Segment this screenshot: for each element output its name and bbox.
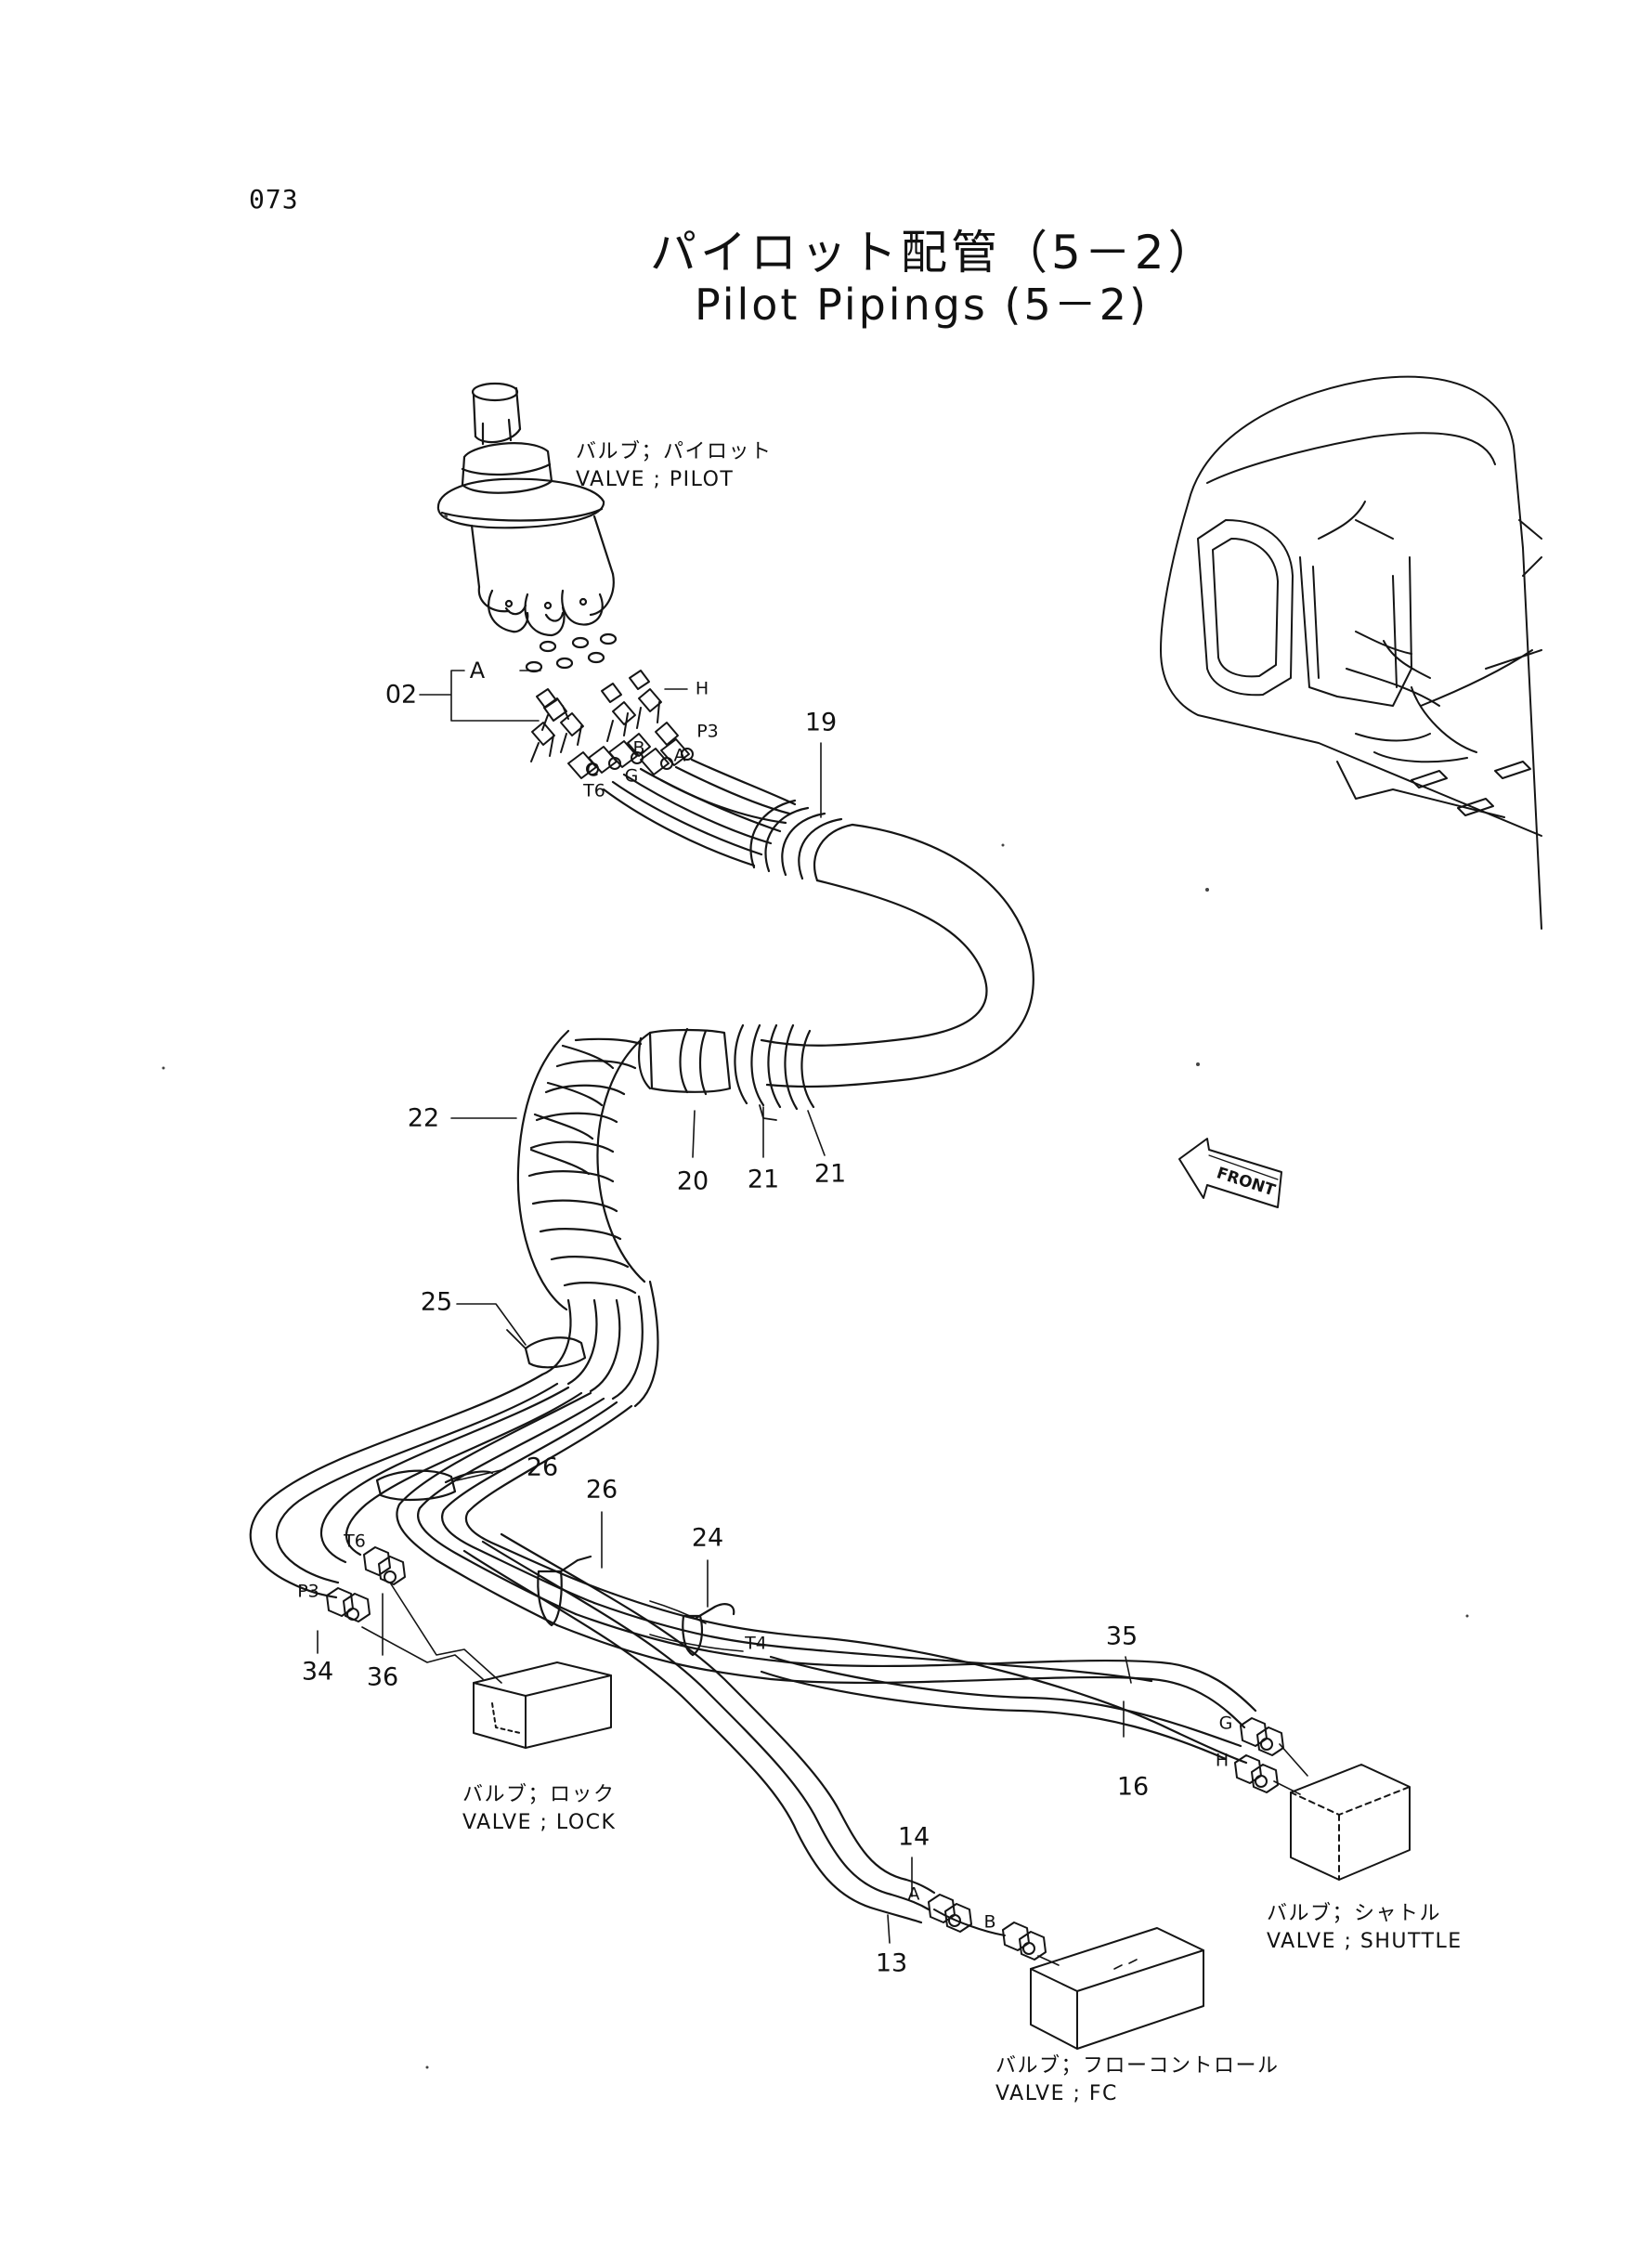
callout-14: 14 [897, 1822, 930, 1852]
callout-26-right: 26 [585, 1475, 618, 1505]
callout-24: 24 [691, 1523, 724, 1553]
hose-bundle-upper-drawing [516, 758, 1034, 1311]
callout-13: 13 [875, 1948, 908, 1978]
shuttle-valve-note-ja: バルブ；シャトル [1267, 1902, 1442, 1925]
port-t6-lock: T6 [344, 1531, 366, 1552]
fc-valve-note: バルブ；フローコントロール VALVE ; FC [995, 2052, 1280, 2107]
callout-02: 02 [384, 680, 418, 710]
pilot-valve-note-en: VALVE ; PILOT [576, 467, 735, 491]
callout-21-left: 21 [747, 1165, 780, 1194]
callout-21-right: 21 [813, 1159, 847, 1189]
port-b-top: B [632, 737, 645, 759]
callout-34: 34 [301, 1657, 334, 1687]
port-t4: T4 [745, 1633, 767, 1654]
port-h-shuttle: H [1215, 1750, 1229, 1771]
port-p3-top: P3 [696, 721, 719, 742]
page-title-en: Pilot Pipings (5－2) [695, 280, 1149, 330]
lock-valve-drawing [361, 1582, 612, 1749]
port-t6-top: T6 [583, 780, 605, 801]
shuttle-valve-drawing [1273, 1743, 1411, 1881]
pilot-valve-drawing [436, 382, 618, 673]
callout-36: 36 [366, 1662, 399, 1692]
fc-valve-note-ja: バルブ；フローコントロール [995, 2054, 1280, 2078]
scan-dots [162, 515, 1469, 2069]
end-fittings-drawing [326, 1546, 1284, 1961]
fc-valve-note-en: VALVE ; FC [995, 2081, 1118, 2105]
page-number: 073 [249, 184, 299, 215]
callout-25: 25 [420, 1287, 453, 1317]
page-title-ja: パイロット配管（5－2） [650, 226, 1218, 280]
front-arrow-drawing [1178, 1138, 1282, 1208]
callout-26-left: 26 [526, 1453, 559, 1482]
port-a-fc: A [907, 1883, 920, 1905]
cab-sketch-drawing [1160, 375, 1542, 930]
port-a-top: A [469, 658, 486, 684]
lock-valve-note: バルブ；ロック VALVE ; LOCK [462, 1781, 616, 1836]
fc-valve-drawing [1030, 1927, 1204, 2050]
hose-routing-drawing [249, 1280, 1257, 1924]
port-g-top: G [624, 765, 639, 787]
callout-20: 20 [676, 1166, 709, 1196]
front-arrow-label: FRONT [1215, 1164, 1278, 1200]
callout-19: 19 [804, 708, 838, 737]
shuttle-valve-note: バルブ；シャトル VALVE ; SHUTTLE [1267, 1900, 1463, 1955]
callout-35: 35 [1105, 1622, 1138, 1651]
port-b-fc: B [983, 1911, 996, 1933]
port-h-top: H [695, 678, 709, 699]
port-a2-top: A [673, 745, 686, 766]
port-c-top: C [586, 760, 599, 781]
pilot-valve-note-ja: バルブ；パイロット [576, 440, 773, 463]
lock-valve-note-ja: バルブ；ロック [462, 1783, 616, 1806]
port-p3-lock: P3 [297, 1581, 319, 1602]
pilot-fittings-drawing [519, 670, 694, 779]
callout-22: 22 [407, 1103, 440, 1133]
callout-leaders [317, 670, 1132, 1944]
shuttle-valve-note-en: VALVE ; SHUTTLE [1267, 1929, 1463, 1953]
pilot-valve-note: バルブ；パイロット VALVE ; PILOT [576, 438, 773, 493]
lock-valve-note-en: VALVE ; LOCK [462, 1810, 617, 1834]
callout-16: 16 [1116, 1772, 1150, 1802]
port-g-shuttle: G [1218, 1713, 1233, 1734]
